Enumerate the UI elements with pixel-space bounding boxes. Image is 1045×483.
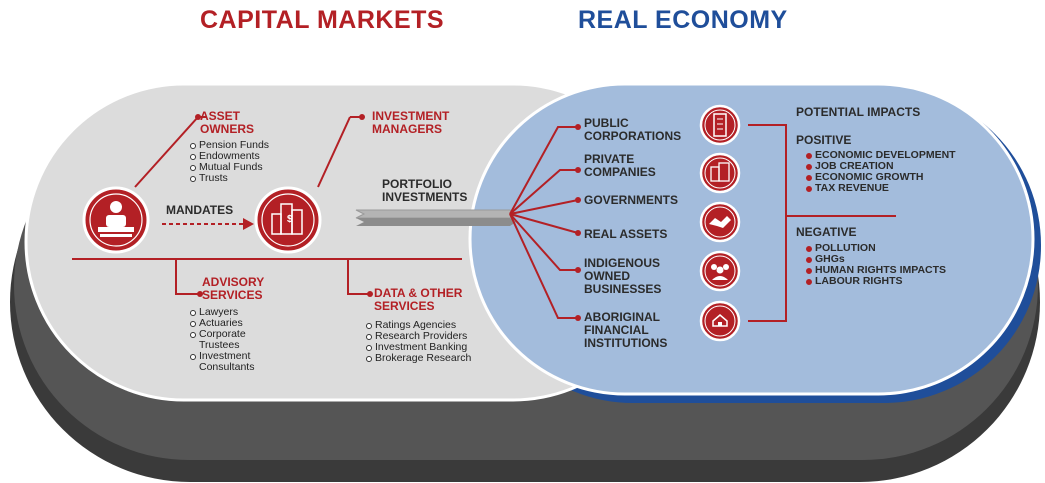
target-indigenous-owned-businesses: INDIGENOUS OWNED BUSINESSES <box>584 256 662 296</box>
mandates-arrowhead <box>243 218 254 230</box>
target-private-companies: PRIVATE COMPANIES <box>584 152 656 179</box>
list-item: Lawyers <box>190 307 270 318</box>
handshake-icon <box>699 201 741 243</box>
list-item: ECONOMIC GROWTH <box>806 172 956 183</box>
negative-impacts-list: POLLUTION GHGs HUMAN RIGHTS IMPACTS LABO… <box>806 243 946 287</box>
potential-impacts-title: POTENTIAL IMPACTS <box>796 105 921 119</box>
mandates-label: MANDATES <box>166 203 234 217</box>
list-item: Ratings Agencies <box>366 320 471 331</box>
fan-line-aboriginal <box>509 213 578 319</box>
target-real-assets: REAL ASSETS <box>584 227 668 241</box>
list-item: GHGs <box>806 254 946 265</box>
asset-owners-connector <box>134 116 199 188</box>
fan-line-real-assets <box>509 213 579 234</box>
fan-line-private <box>509 169 578 215</box>
investment-managers-connector <box>317 116 351 188</box>
list-item: Mutual Funds <box>190 162 269 173</box>
data-services-dot <box>367 291 373 297</box>
capital-markets-heading: CAPITAL MARKETS <box>200 6 445 34</box>
list-item: Investment Banking <box>366 342 471 353</box>
negative-title: NEGATIVE <box>796 225 857 239</box>
list-item: POLLUTION <box>806 243 946 254</box>
real-economy-fan-lines <box>509 126 579 319</box>
list-item: Corporate Trustees <box>190 329 270 351</box>
list-item: LABOUR RIGHTS <box>806 276 946 287</box>
asset-owners-dot <box>195 114 201 120</box>
house-in-hand-icon <box>699 300 741 342</box>
asset-owners-title: ASSET OWNERS <box>200 109 254 136</box>
list-item: JOB CREATION <box>806 161 956 172</box>
fan-line-indigenous <box>509 213 578 271</box>
list-item: TAX REVENUE <box>806 183 956 194</box>
portfolio-investments-label: PORTFOLIO INVESTMENTS <box>382 177 468 204</box>
fan-line-public <box>509 126 578 215</box>
advisory-services-title: ADVISORY SERVICES <box>202 275 265 302</box>
investment-managers-dot <box>359 114 365 120</box>
impacts-bracket <box>748 124 896 322</box>
list-item: Actuaries <box>190 318 270 329</box>
list-item: Pension Funds <box>190 140 269 151</box>
asset-owners-list: Pension Funds Endowments Mutual Funds Tr… <box>190 140 269 184</box>
advisory-dot <box>197 291 203 297</box>
target-aboriginal-financial-institutions: ABORIGINAL FINANCIAL INSTITUTIONS <box>584 310 668 350</box>
list-item: Research Providers <box>366 331 471 342</box>
asset-owner-icon <box>82 186 150 254</box>
list-item: Brokerage Research <box>366 353 471 364</box>
target-governments: GOVERNMENTS <box>584 193 679 207</box>
investment-manager-icon: $ <box>254 186 322 254</box>
office-buildings-icon <box>699 152 741 194</box>
fan-dots <box>575 124 581 321</box>
building-icon <box>699 104 741 146</box>
list-item: HUMAN RIGHTS IMPACTS <box>806 265 946 276</box>
svg-text:$: $ <box>287 214 293 225</box>
positive-title: POSITIVE <box>796 133 852 147</box>
data-services-list: Ratings Agencies Research Providers Inve… <box>366 320 471 364</box>
advisory-connector <box>175 259 200 295</box>
advisory-services-list: Lawyers Actuaries Corporate Trustees Inv… <box>190 307 270 373</box>
target-public-corporations: PUBLIC CORPORATIONS <box>584 116 682 143</box>
fan-line-governments <box>509 199 579 215</box>
real-economy-pill <box>468 82 1035 396</box>
portfolio-arrow <box>355 209 517 219</box>
list-item: Endowments <box>190 151 269 162</box>
capital-connector-lines <box>72 116 462 295</box>
portfolio-arrow-lower <box>356 218 516 226</box>
data-services-connector <box>347 259 370 295</box>
people-group-icon <box>699 250 741 292</box>
list-item: Trusts <box>190 173 269 184</box>
positive-impacts-list: ECONOMIC DEVELOPMENT JOB CREATION ECONOM… <box>806 150 956 194</box>
list-item: Investment Consultants <box>190 351 270 373</box>
list-item: ECONOMIC DEVELOPMENT <box>806 150 956 161</box>
data-services-title: DATA & OTHER SERVICES <box>374 286 463 313</box>
real-economy-heading: REAL ECONOMY <box>578 6 788 34</box>
investment-managers-title: INVESTMENT MANAGERS <box>372 109 450 136</box>
